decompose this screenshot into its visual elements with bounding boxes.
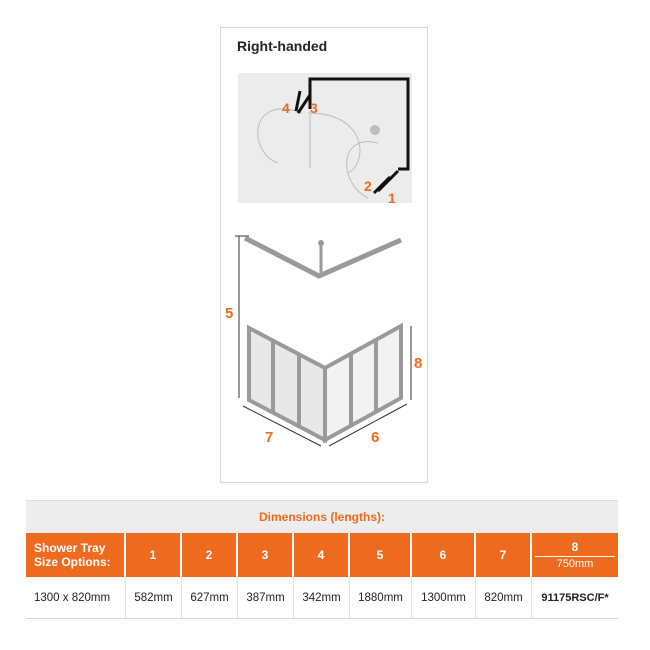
cell-value: 1880mm <box>350 577 412 619</box>
label-8: 8 <box>414 355 422 372</box>
label-6: 6 <box>371 429 379 446</box>
header-col-7: 7 <box>476 533 532 577</box>
table-caption: Dimensions (lengths): <box>26 500 618 533</box>
door-leaf <box>296 94 312 114</box>
enclosure-wall <box>308 77 410 171</box>
header-col-5: 5 <box>350 533 412 577</box>
label-1: 1 <box>388 190 396 203</box>
header-col-6: 6 <box>412 533 476 577</box>
isometric-view: 5 8 7 6 <box>225 235 422 447</box>
screen-left <box>247 324 327 444</box>
door-swing-arc <box>257 108 303 164</box>
door-leaf <box>372 175 392 195</box>
label-4: 4 <box>282 100 290 116</box>
cell-value: 582mm <box>126 577 182 619</box>
table-row: 1300 x 820mm 582mm 627mm 387mm 342mm 188… <box>26 577 618 621</box>
table-header-row: Shower Tray Size Options: 1 2 3 4 5 6 7 … <box>26 533 618 577</box>
curtain-rail <box>243 235 403 279</box>
header-col-4: 4 <box>294 533 350 577</box>
plan-view-drawing: 4 3 2 1 <box>257 77 410 203</box>
cell-value: 342mm <box>294 577 350 619</box>
cell-product-code: 91175RSC/F* <box>532 577 618 619</box>
screen-right <box>323 322 403 444</box>
header-size-options: Shower Tray Size Options: <box>26 533 126 577</box>
label-2: 2 <box>364 178 372 194</box>
door-swing-arc <box>346 141 379 199</box>
label-5: 5 <box>225 305 233 322</box>
cell-size: 1300 x 820mm <box>26 577 126 619</box>
cell-value: 627mm <box>182 577 238 619</box>
dimensions-table: Dimensions (lengths): Shower Tray Size O… <box>26 500 618 621</box>
label-7: 7 <box>265 429 273 446</box>
cell-value: 1300mm <box>412 577 476 619</box>
drain-marker <box>370 125 380 135</box>
plan-view: 4 3 2 1 <box>238 73 412 203</box>
dimension-line-7 <box>242 405 322 447</box>
dimension-line-6 <box>328 403 408 447</box>
header-col-3: 3 <box>238 533 294 577</box>
door-leaf <box>294 90 302 112</box>
diagram-title: Right-handed <box>237 38 328 54</box>
header-col-1: 1 <box>126 533 182 577</box>
header-col-8: 8 750mm <box>532 533 618 577</box>
cell-value: 820mm <box>476 577 532 619</box>
diagram-panel: Right-handed 4 3 2 1 <box>220 27 428 483</box>
header-col-2: 2 <box>182 533 238 577</box>
door-swing-arc <box>307 112 361 174</box>
label-3: 3 <box>310 100 318 116</box>
cell-value: 387mm <box>238 577 294 619</box>
